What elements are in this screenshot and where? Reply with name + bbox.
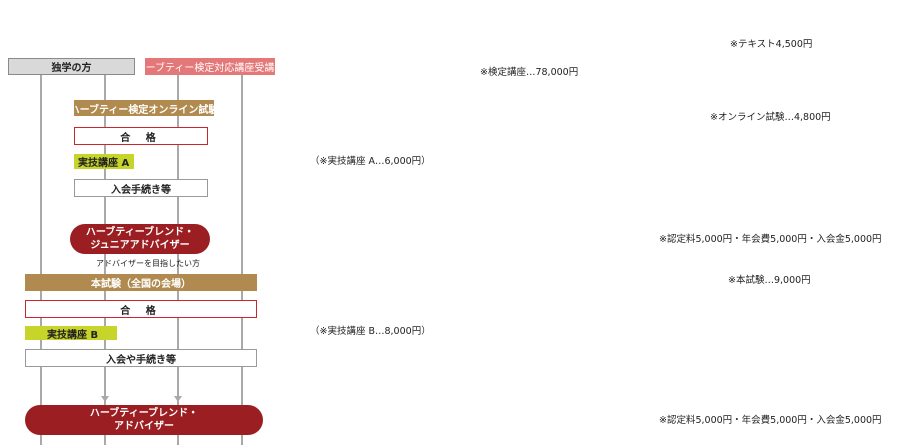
flow-line-3 bbox=[177, 75, 179, 445]
arrow-down-icon bbox=[174, 396, 182, 402]
pass-box-1: 合 格 bbox=[74, 127, 208, 145]
course-fee-note: ※検定講座…78,000円 bbox=[480, 67, 579, 78]
advisor-line2: アドバイザー bbox=[114, 421, 174, 432]
junior-fees-note: ※認定料5,000円・年会費5,000円・入会金5,000円 bbox=[659, 234, 882, 245]
pass-box-2: 合 格 bbox=[25, 300, 257, 318]
online-exam-fee-note: ※オンライン試験…4,800円 bbox=[710, 112, 831, 123]
aspire-advisor-label: アドバイザーを目指したい方 bbox=[96, 259, 200, 268]
main-exam-fee-note: ※本試験…9,000円 bbox=[728, 275, 811, 286]
advisor-pill: ハーブティーブレンド・ アドバイザー bbox=[25, 405, 263, 435]
junior-advisor-line2: ジュニアアドバイザー bbox=[90, 240, 190, 251]
main-exam-box: 本試験（全国の会場） bbox=[25, 274, 257, 291]
practical-a-box: 実技講座 A bbox=[74, 154, 134, 169]
flow-line-2 bbox=[104, 75, 106, 445]
text-fee-note: ※テキスト4,500円 bbox=[730, 39, 813, 50]
practical-b-box: 実技講座 B bbox=[25, 326, 117, 341]
arrow-down-icon bbox=[101, 396, 109, 402]
junior-advisor-line1: ハーブティーブレンド・ bbox=[85, 227, 195, 238]
online-exam-box: ハーブティー検定オンライン試験 bbox=[70, 100, 218, 116]
enrollment-box-2: 入会や手続き等 bbox=[25, 349, 257, 367]
flow-line-4 bbox=[241, 75, 243, 445]
advisor-fees-note: ※認定料5,000円・年会費5,000円・入会金5,000円 bbox=[659, 415, 882, 426]
enrollment-box-1: 入会手続き等 bbox=[74, 179, 208, 197]
practical-b-fee-note: （※実技講座 B…8,000円） bbox=[310, 326, 431, 337]
header-self-study: 独学の方 bbox=[8, 58, 135, 75]
advisor-line1: ハーブティーブレンド・ bbox=[89, 408, 199, 419]
practical-a-fee-note: （※実技講座 A…6,000円） bbox=[310, 156, 431, 167]
flow-line-1 bbox=[40, 75, 42, 445]
header-course-student: ハーブティー検定対応講座受講者 bbox=[136, 58, 284, 75]
junior-advisor-pill: ハーブティーブレンド・ ジュニアアドバイザー bbox=[70, 224, 210, 254]
